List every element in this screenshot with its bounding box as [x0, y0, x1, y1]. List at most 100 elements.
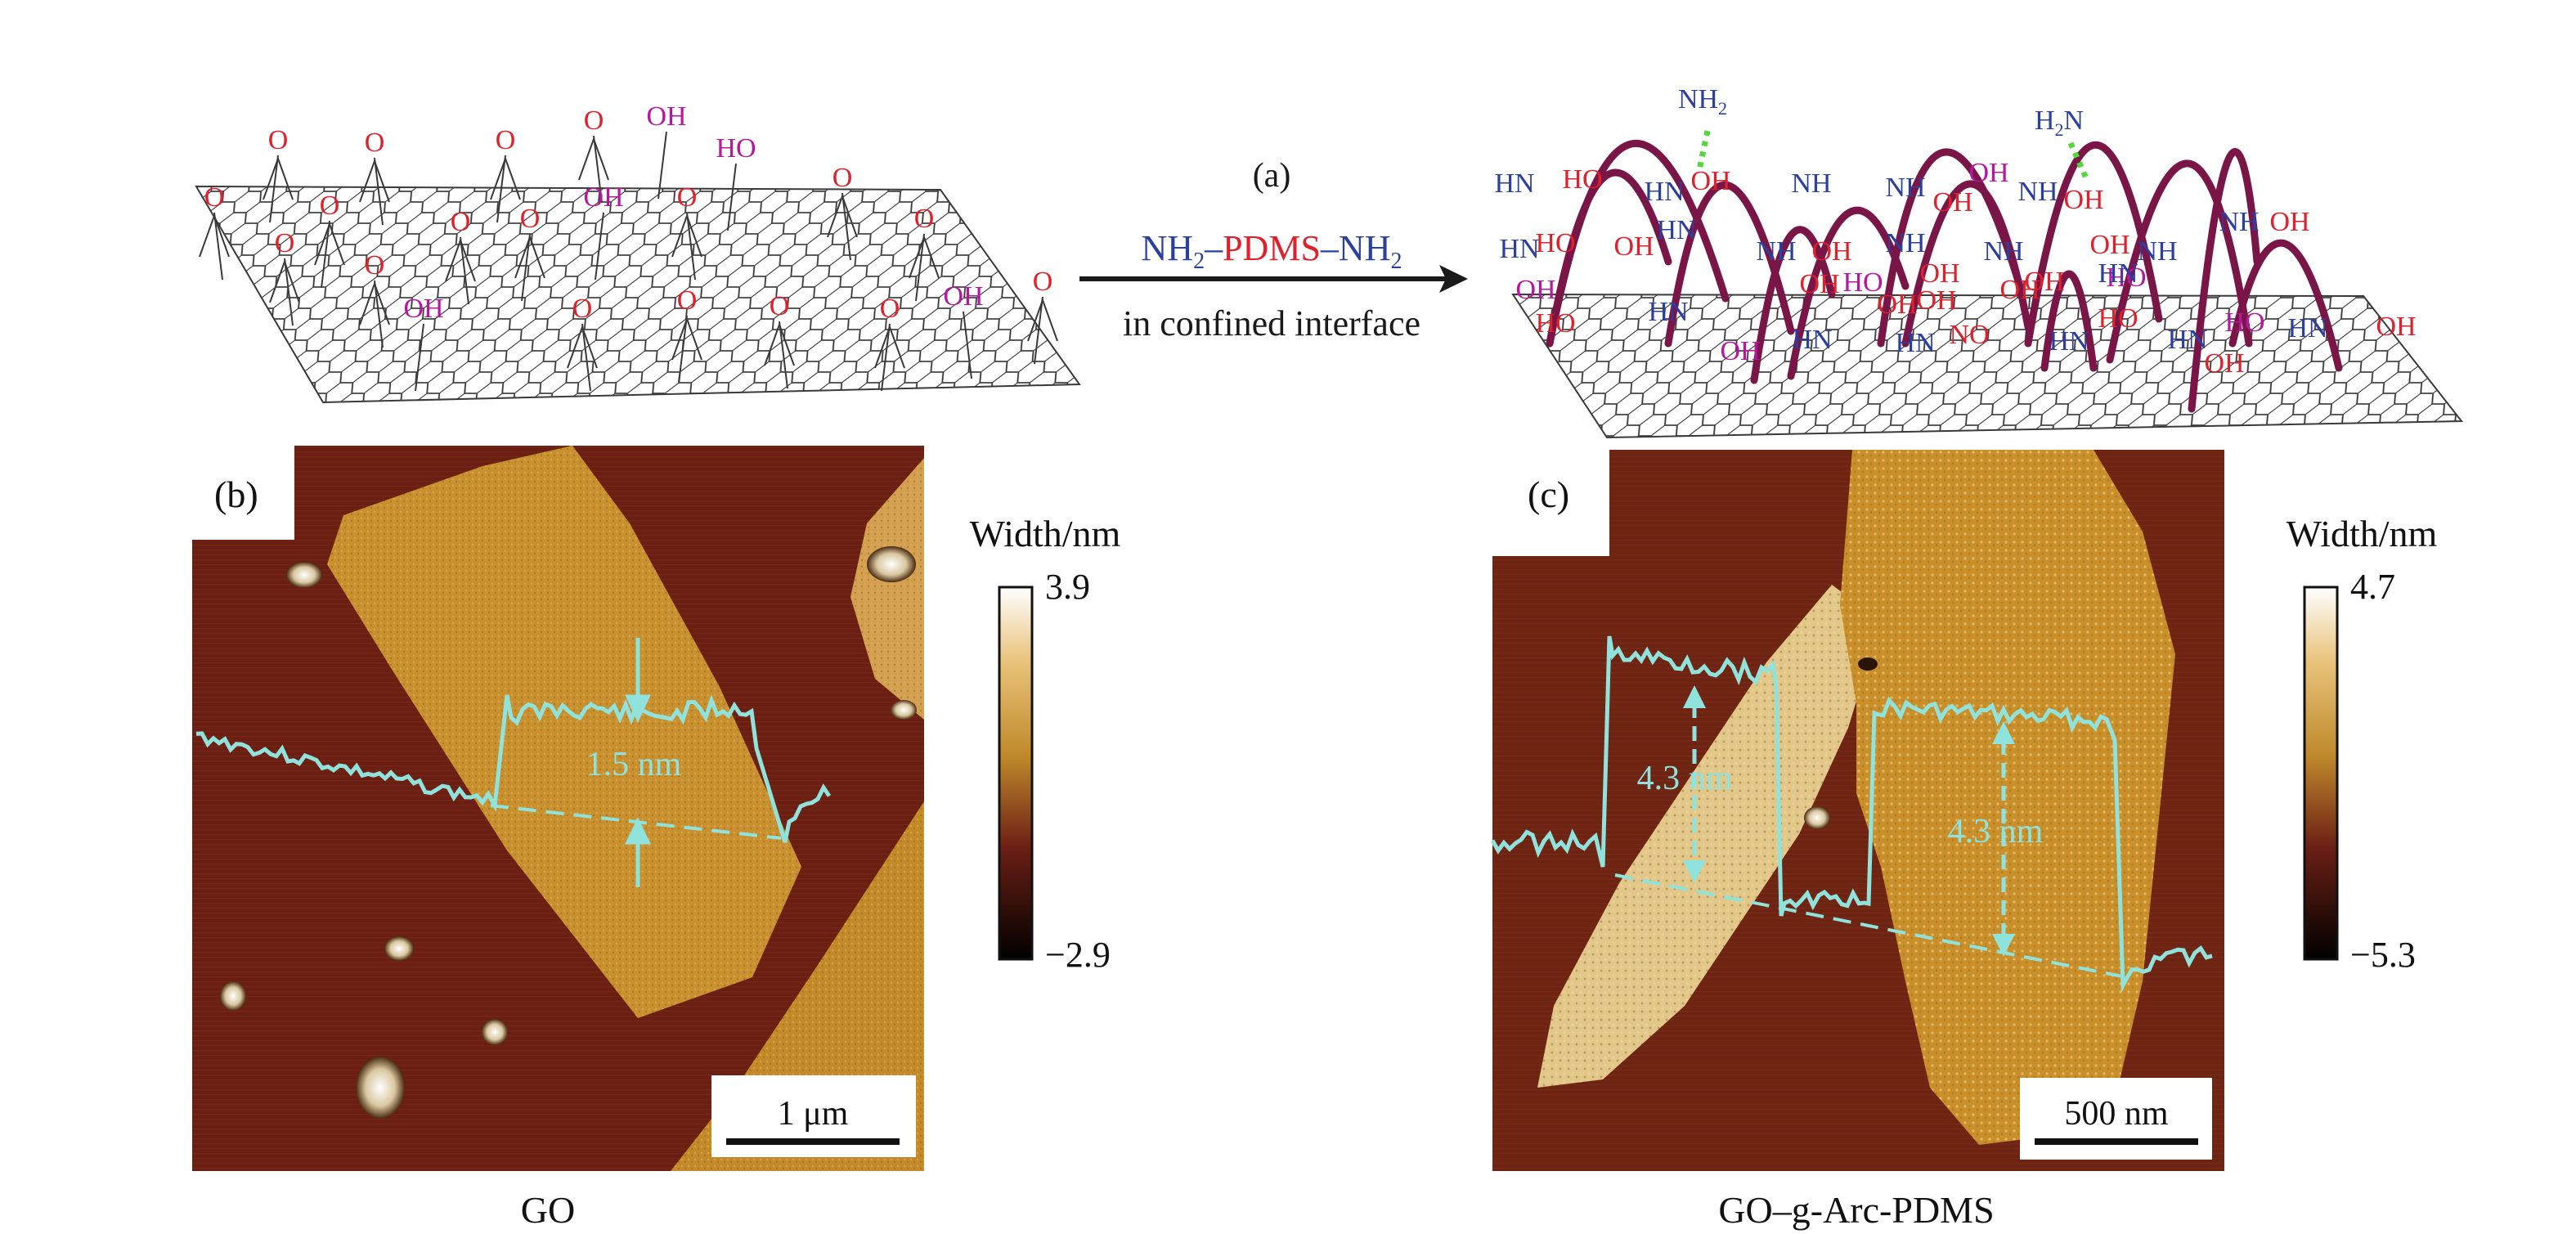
epoxide-oxygen-label: O — [914, 204, 935, 234]
height-arrows — [625, 638, 651, 887]
epoxide-bridge — [359, 159, 390, 203]
panel-b-caption: GO — [521, 1189, 575, 1231]
colorbar-c — [2303, 586, 2339, 961]
pdms-chain — [2188, 148, 2261, 413]
epoxide-bridge — [578, 137, 609, 181]
pdms-chain — [2106, 159, 2253, 364]
hydroxyl-label: OH — [403, 294, 443, 324]
epoxide-oxygen-label: O — [365, 128, 385, 158]
epoxide-oxygen-label: O — [770, 291, 790, 321]
pdms-chain — [2040, 270, 2098, 372]
pdms-chain — [1901, 180, 2032, 348]
epoxide-oxygen-label: O — [584, 105, 604, 136]
amine-label: NH — [2017, 177, 2058, 207]
colorbar-b-title: Width/nm — [970, 513, 1121, 554]
hydroxyl-label: OH — [1811, 236, 1851, 267]
bond-line — [1034, 296, 1043, 365]
epoxide-oxygen-label: O — [520, 204, 541, 234]
amine-label: HN — [1656, 215, 1696, 245]
height-profile-line — [195, 694, 832, 843]
bond-line — [284, 258, 294, 326]
epoxide-oxygen-label: O — [496, 125, 516, 155]
epoxide-bridge — [764, 322, 795, 366]
hydroxyl-label: OH — [1919, 258, 1959, 289]
bond-line — [963, 311, 972, 379]
hydroxyl-label: OH — [1720, 336, 1760, 366]
bond-line — [593, 135, 603, 204]
colorbar-c-max: 4.7 — [2350, 567, 2395, 607]
epoxide-bridge — [514, 235, 545, 279]
height-annotation-left: 4.3 nm — [1637, 760, 1733, 797]
hydroxyl-label: OH — [1690, 166, 1730, 196]
scale-bar-c-label: 500 nm — [2064, 1095, 2169, 1133]
panel-a-label: (a) — [1253, 157, 1291, 195]
scale-bar-label: 1 μm — [778, 1095, 849, 1133]
epoxide-bridge — [671, 213, 702, 258]
epoxide-oxygen-label: O — [832, 163, 853, 193]
panel-b-label: (b) — [214, 473, 258, 515]
bond-line — [496, 155, 506, 223]
bond-line — [415, 323, 424, 392]
pdms-chain — [1750, 226, 1836, 384]
epoxide-bridge — [671, 316, 702, 361]
bond-line — [374, 157, 384, 226]
hydroxyl-label: OH — [583, 182, 623, 213]
amine-label: HN — [1895, 328, 1935, 358]
reaction-arrow — [1079, 265, 1468, 293]
height-annotation-right: 4.3 nm — [1948, 813, 2044, 850]
amine-label: HN — [1644, 177, 1684, 207]
epoxide-bridge — [269, 259, 300, 303]
colorbar-b-max: 3.9 — [1045, 567, 1090, 607]
bond-line — [915, 233, 925, 302]
amine-label: HN — [1494, 168, 1534, 199]
bond-line — [269, 155, 279, 223]
pdms-chain — [2228, 239, 2343, 372]
bond-line — [374, 280, 384, 348]
epoxide-oxygen-label: O — [320, 191, 340, 221]
bond-line — [678, 315, 688, 384]
epoxide-bridge — [490, 156, 521, 200]
amine-label: HN — [2098, 258, 2138, 289]
afm-image-go: 1.5 nm 1 μm — [192, 446, 924, 1171]
reagent-formula: NH2–PDMS–NH2 — [1142, 228, 1402, 274]
bond-line — [581, 323, 591, 392]
amine-label: HN — [2287, 313, 2327, 343]
amine-label: NH — [2137, 236, 2177, 267]
hydroxyl-label: OH — [1968, 158, 2008, 188]
epoxide-bridge — [874, 325, 905, 369]
epoxide-oxygen-label: O — [880, 294, 900, 324]
amine-label: NH — [1983, 236, 2023, 267]
afm-image-go-g-arc-pdms: 4.3 nm 4.3 nm 500 nm — [1490, 450, 2224, 1171]
hydroxyl-label: OH — [1515, 275, 1555, 305]
hydroxyl-label: OH — [1916, 285, 1956, 316]
hydroxyl-label: OH — [943, 281, 983, 312]
colorbar-b-min: −2.9 — [1045, 935, 1111, 975]
bond-line — [841, 192, 851, 261]
reaction-condition: in confined interface — [1123, 303, 1420, 343]
panel-c-caption: GO–g-Arc-PDMS — [1718, 1189, 1994, 1231]
amine-label: HN — [1499, 234, 1539, 264]
hydroxyl-label: OH — [2376, 312, 2416, 342]
epoxide-oxygen-label: O — [275, 228, 295, 258]
pdms-chain — [1787, 206, 1910, 380]
epoxide-bridge — [909, 235, 940, 279]
amine-label: HN — [2049, 326, 2089, 357]
hydroxyl-label: HO — [2224, 307, 2264, 338]
epoxide-bridge — [1027, 298, 1058, 342]
hydroxyl-label: OH — [2063, 185, 2103, 215]
epoxide-bridge — [199, 213, 230, 258]
amine-label: HN — [2167, 325, 2207, 355]
bond-line — [881, 323, 891, 392]
hydroxyl-label: OH — [2024, 267, 2064, 297]
pdms-chain — [1546, 168, 1672, 348]
epoxide-bridge — [445, 238, 476, 282]
bond-line — [595, 212, 604, 280]
colorbar-c-min: −5.3 — [2350, 935, 2416, 975]
bond-line — [727, 163, 737, 231]
bond-line — [657, 131, 667, 200]
hydrogen-bond — [2067, 141, 2090, 182]
amine-label: NH — [2219, 207, 2259, 237]
hydroxyl-label: OH — [1932, 187, 1972, 218]
